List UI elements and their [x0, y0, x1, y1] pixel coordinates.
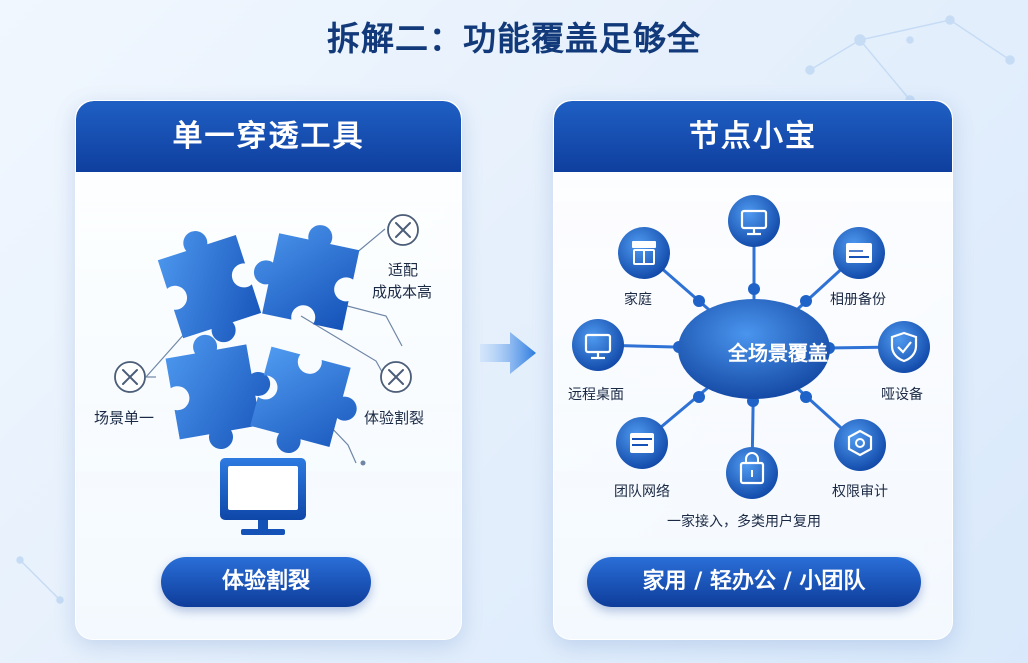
home-node	[618, 227, 670, 279]
scene-single-label: 场景单一	[94, 409, 155, 427]
hub-cloud	[678, 299, 830, 399]
node-box-card-header: 节点小宝	[554, 101, 952, 172]
monitor-icon	[220, 458, 306, 535]
home-label: 家庭	[624, 292, 652, 308]
adapt-label-line1: 适配	[388, 261, 419, 279]
coverage-network-diagram	[572, 195, 930, 499]
album-node	[833, 227, 885, 279]
puzzle-illustration	[114, 214, 419, 535]
bag-node	[726, 447, 778, 499]
single-tool-card-header: 单一穿透工具	[76, 101, 461, 172]
dumb-device-label: 哑设备	[881, 387, 923, 403]
remote-desktop-label: 远程桌面	[568, 387, 624, 403]
right-footer-badge: 家用 / 轻办公 / 小团队	[587, 557, 921, 607]
album-backup-label: 相册备份	[830, 292, 886, 308]
arrow-right-icon	[480, 332, 536, 374]
experience-split-label: 体验割裂	[364, 409, 425, 427]
permission-audit-label: 权限审计	[832, 484, 888, 500]
puzzle-piece-4	[250, 346, 357, 453]
left-footer-badge: 体验割裂	[161, 557, 371, 607]
team-network-node	[616, 417, 668, 469]
permission-audit-node	[834, 419, 886, 471]
caption-label: 一家接入，多类用户复用	[667, 514, 821, 530]
puzzle-piece-2	[254, 225, 360, 331]
monitor-top-node	[728, 195, 780, 247]
puzzle-piece-1	[157, 231, 262, 343]
puzzle-piece-3	[165, 334, 271, 449]
dumb-device-node	[878, 321, 930, 373]
single-tool-card: 单一穿透工具	[75, 100, 462, 640]
page-title: 拆解二：功能覆盖足够全	[327, 19, 701, 58]
adapt-label-line2: 成成本高	[372, 283, 433, 301]
remote-desktop-node	[572, 319, 624, 371]
team-network-label: 团队网络	[614, 484, 670, 500]
node-box-card: 节点小宝	[553, 100, 953, 640]
hub-label: 全场景覆盖	[728, 341, 828, 365]
